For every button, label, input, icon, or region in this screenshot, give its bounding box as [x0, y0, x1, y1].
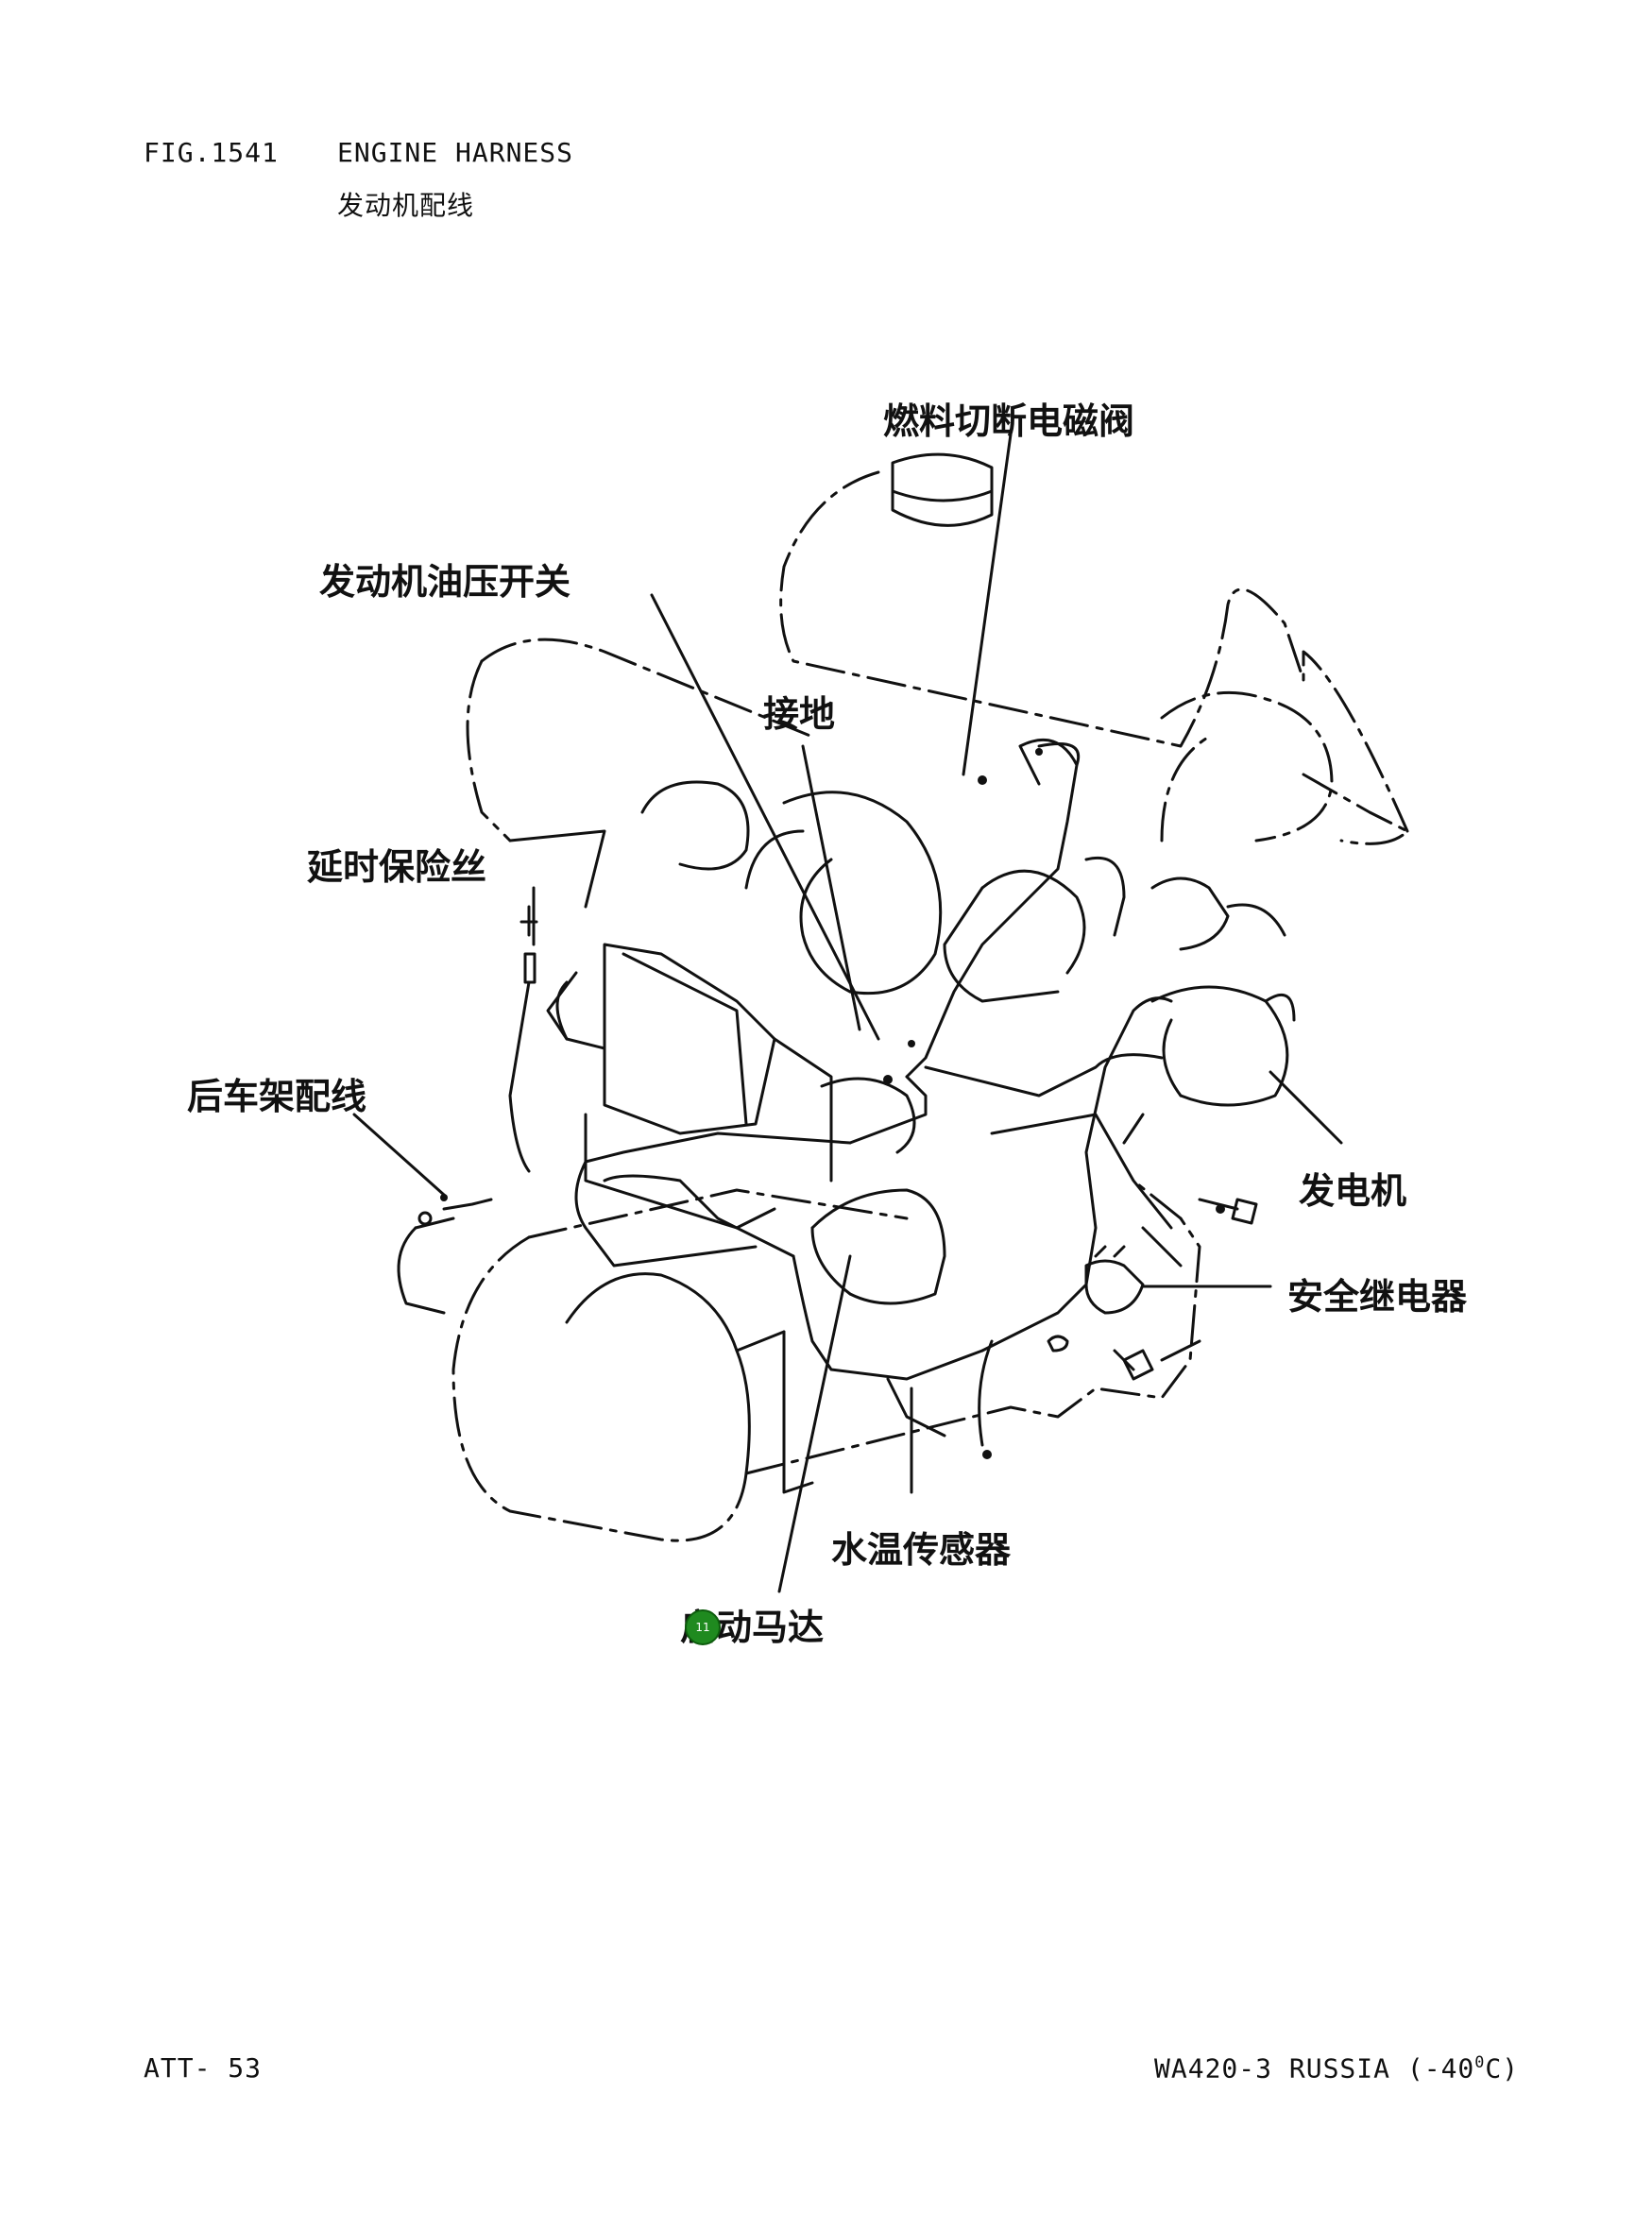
safety-relay	[1084, 1259, 1145, 1315]
degree-mark: 0	[1474, 2052, 1486, 2071]
radiator-right-housing	[1160, 690, 1334, 842]
label-safety-relay: 安全继电器	[1287, 1275, 1468, 1318]
delay-fuse-wire	[508, 980, 531, 1173]
radiator-outline	[779, 470, 1409, 833]
callout-number-badge[interactable]: 11	[685, 1609, 721, 1645]
label-fuel-cutoff-solenoid: 燃料切断电磁阀	[883, 400, 1135, 442]
leader-starter	[777, 1254, 852, 1593]
leader-rear-frame	[352, 1113, 446, 1197]
figure-number: FIG.1541	[144, 137, 279, 168]
leader-fuel-cutoff	[962, 433, 1013, 776]
alternator	[1150, 985, 1289, 1107]
flywheel-housing	[451, 1235, 748, 1542]
bolt	[1198, 1198, 1239, 1211]
leader-oil-pressure	[650, 593, 880, 1041]
figure-title-cn: 发动机配线	[337, 190, 475, 221]
label-alternator: 发电机	[1299, 1169, 1407, 1212]
label-rear-frame-harness: 后车架配线	[187, 1075, 367, 1117]
model-label: WA420-3 RUSSIA (-400C)	[1154, 2052, 1519, 2084]
figure-title-en: ENGINE HARNESS	[337, 137, 574, 168]
air-cleaner-cylinder	[480, 638, 814, 739]
radiator-cap	[891, 452, 994, 527]
leader-ground	[801, 744, 861, 1031]
model-text: WA420-3 RUSSIA (-40	[1154, 2052, 1475, 2084]
leader-alternator	[1269, 1070, 1343, 1145]
model-unit: C)	[1485, 2052, 1520, 2084]
engine-block	[603, 943, 776, 1135]
starter-cylinder	[810, 1188, 946, 1305]
rear-frame-harness	[397, 1226, 446, 1315]
oil-pan	[744, 1217, 1201, 1475]
page-number: ATT- 53	[144, 2052, 263, 2084]
harness-wire	[905, 738, 1079, 1079]
label-water-temp-sensor: 水温传感器	[831, 1528, 1012, 1571]
turbo-pipe	[640, 780, 750, 871]
label-oil-pressure-switch: 发动机油压开关	[319, 560, 571, 603]
label-ground: 接地	[763, 692, 836, 735]
label-delay-fuse: 延时保险丝	[307, 845, 487, 888]
